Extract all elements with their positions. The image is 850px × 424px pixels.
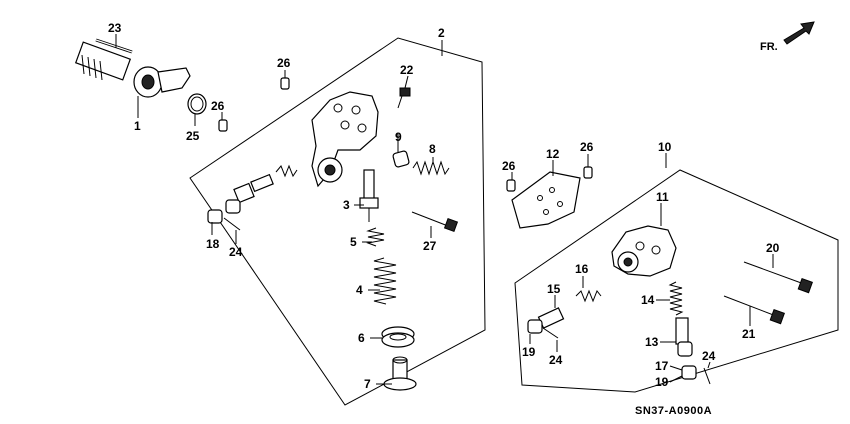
- part-26-dowel-pin: [506, 179, 516, 192]
- callout-19: 19: [522, 345, 536, 359]
- front-arrow-icon: [783, 21, 815, 45]
- part-26-dowel-pin: [280, 77, 290, 90]
- drawing-code: SN37-A0900A: [635, 405, 712, 417]
- callout-11: 11: [656, 190, 669, 204]
- group-outline-10: [514, 169, 839, 393]
- part-12-separator-plate: [511, 171, 581, 229]
- part-23-pin: [95, 38, 133, 54]
- callout-13: 13: [645, 335, 659, 349]
- callout-20: 20: [766, 241, 780, 255]
- callout-5: 5: [350, 235, 357, 249]
- part-13-valve: [675, 317, 693, 357]
- front-direction-indicator: FR.: [760, 21, 815, 53]
- part-4-spring: [373, 257, 397, 305]
- part-valve-spool: [233, 173, 274, 204]
- callout-4: 4: [356, 283, 363, 297]
- part-5-spring: [366, 227, 385, 247]
- part-26-dowel-pin: [583, 166, 593, 179]
- callout-24: 24: [702, 349, 716, 363]
- part-14-spring: [668, 281, 684, 316]
- part-20-bolt: [743, 261, 813, 294]
- part-24-pin: [703, 367, 711, 385]
- part-21-bolt: [723, 295, 785, 325]
- callout-23: 23: [108, 21, 122, 35]
- part-9-sleeve: [392, 150, 410, 168]
- callout-21: 21: [742, 327, 756, 341]
- callout-3: 3: [343, 198, 350, 212]
- callout-26: 26: [580, 140, 594, 154]
- part-16-spring: [575, 289, 602, 303]
- part-24-pin: [542, 327, 559, 339]
- callout-9: 9: [395, 130, 402, 144]
- callout-26: 26: [277, 56, 291, 70]
- callout-1: 1: [134, 119, 141, 133]
- callout-10: 10: [658, 140, 672, 154]
- group-outline-2: [189, 37, 486, 406]
- part-19-plug: [681, 365, 697, 380]
- front-direction-label: FR.: [760, 41, 778, 53]
- part-spring-small: [275, 164, 298, 178]
- callout-22: 22: [400, 63, 414, 77]
- callout-26: 26: [211, 99, 225, 113]
- leader-lines: [115, 34, 774, 385]
- callout-18: 18: [206, 237, 220, 251]
- callout-25: 25: [186, 129, 200, 143]
- callout-12: 12: [546, 147, 560, 161]
- part-26-dowel-pin: [218, 119, 228, 132]
- part-19-plug: [527, 319, 543, 334]
- callout-6: 6: [358, 331, 365, 345]
- part-22-bolt: [397, 87, 411, 109]
- callout-17: 17: [655, 359, 669, 373]
- part-11-valve-body: [611, 225, 677, 277]
- callout-16: 16: [575, 262, 589, 276]
- callout-24: 24: [229, 245, 243, 259]
- part-7-plug: [383, 356, 417, 391]
- part-1-shift-shaft: [74, 41, 191, 98]
- callout-24: 24: [549, 353, 563, 367]
- part-18-plug: [207, 209, 223, 224]
- part-24-pin: [223, 217, 241, 231]
- part-6-spring-seat: [381, 326, 415, 348]
- callout-2: 2: [438, 26, 445, 40]
- callout-26: 26: [502, 159, 516, 173]
- callout-15: 15: [547, 282, 561, 296]
- part-cap: [225, 199, 241, 214]
- callout-8: 8: [429, 142, 436, 156]
- part-27-bolt: [411, 211, 459, 233]
- callout-19: 19: [655, 375, 669, 389]
- part-3-valve: [359, 169, 379, 222]
- part-2-valve-body: [311, 91, 379, 188]
- part-8-spring: [412, 160, 450, 176]
- callout-7: 7: [364, 377, 371, 391]
- callout-14: 14: [641, 293, 655, 307]
- callout-27: 27: [423, 239, 437, 253]
